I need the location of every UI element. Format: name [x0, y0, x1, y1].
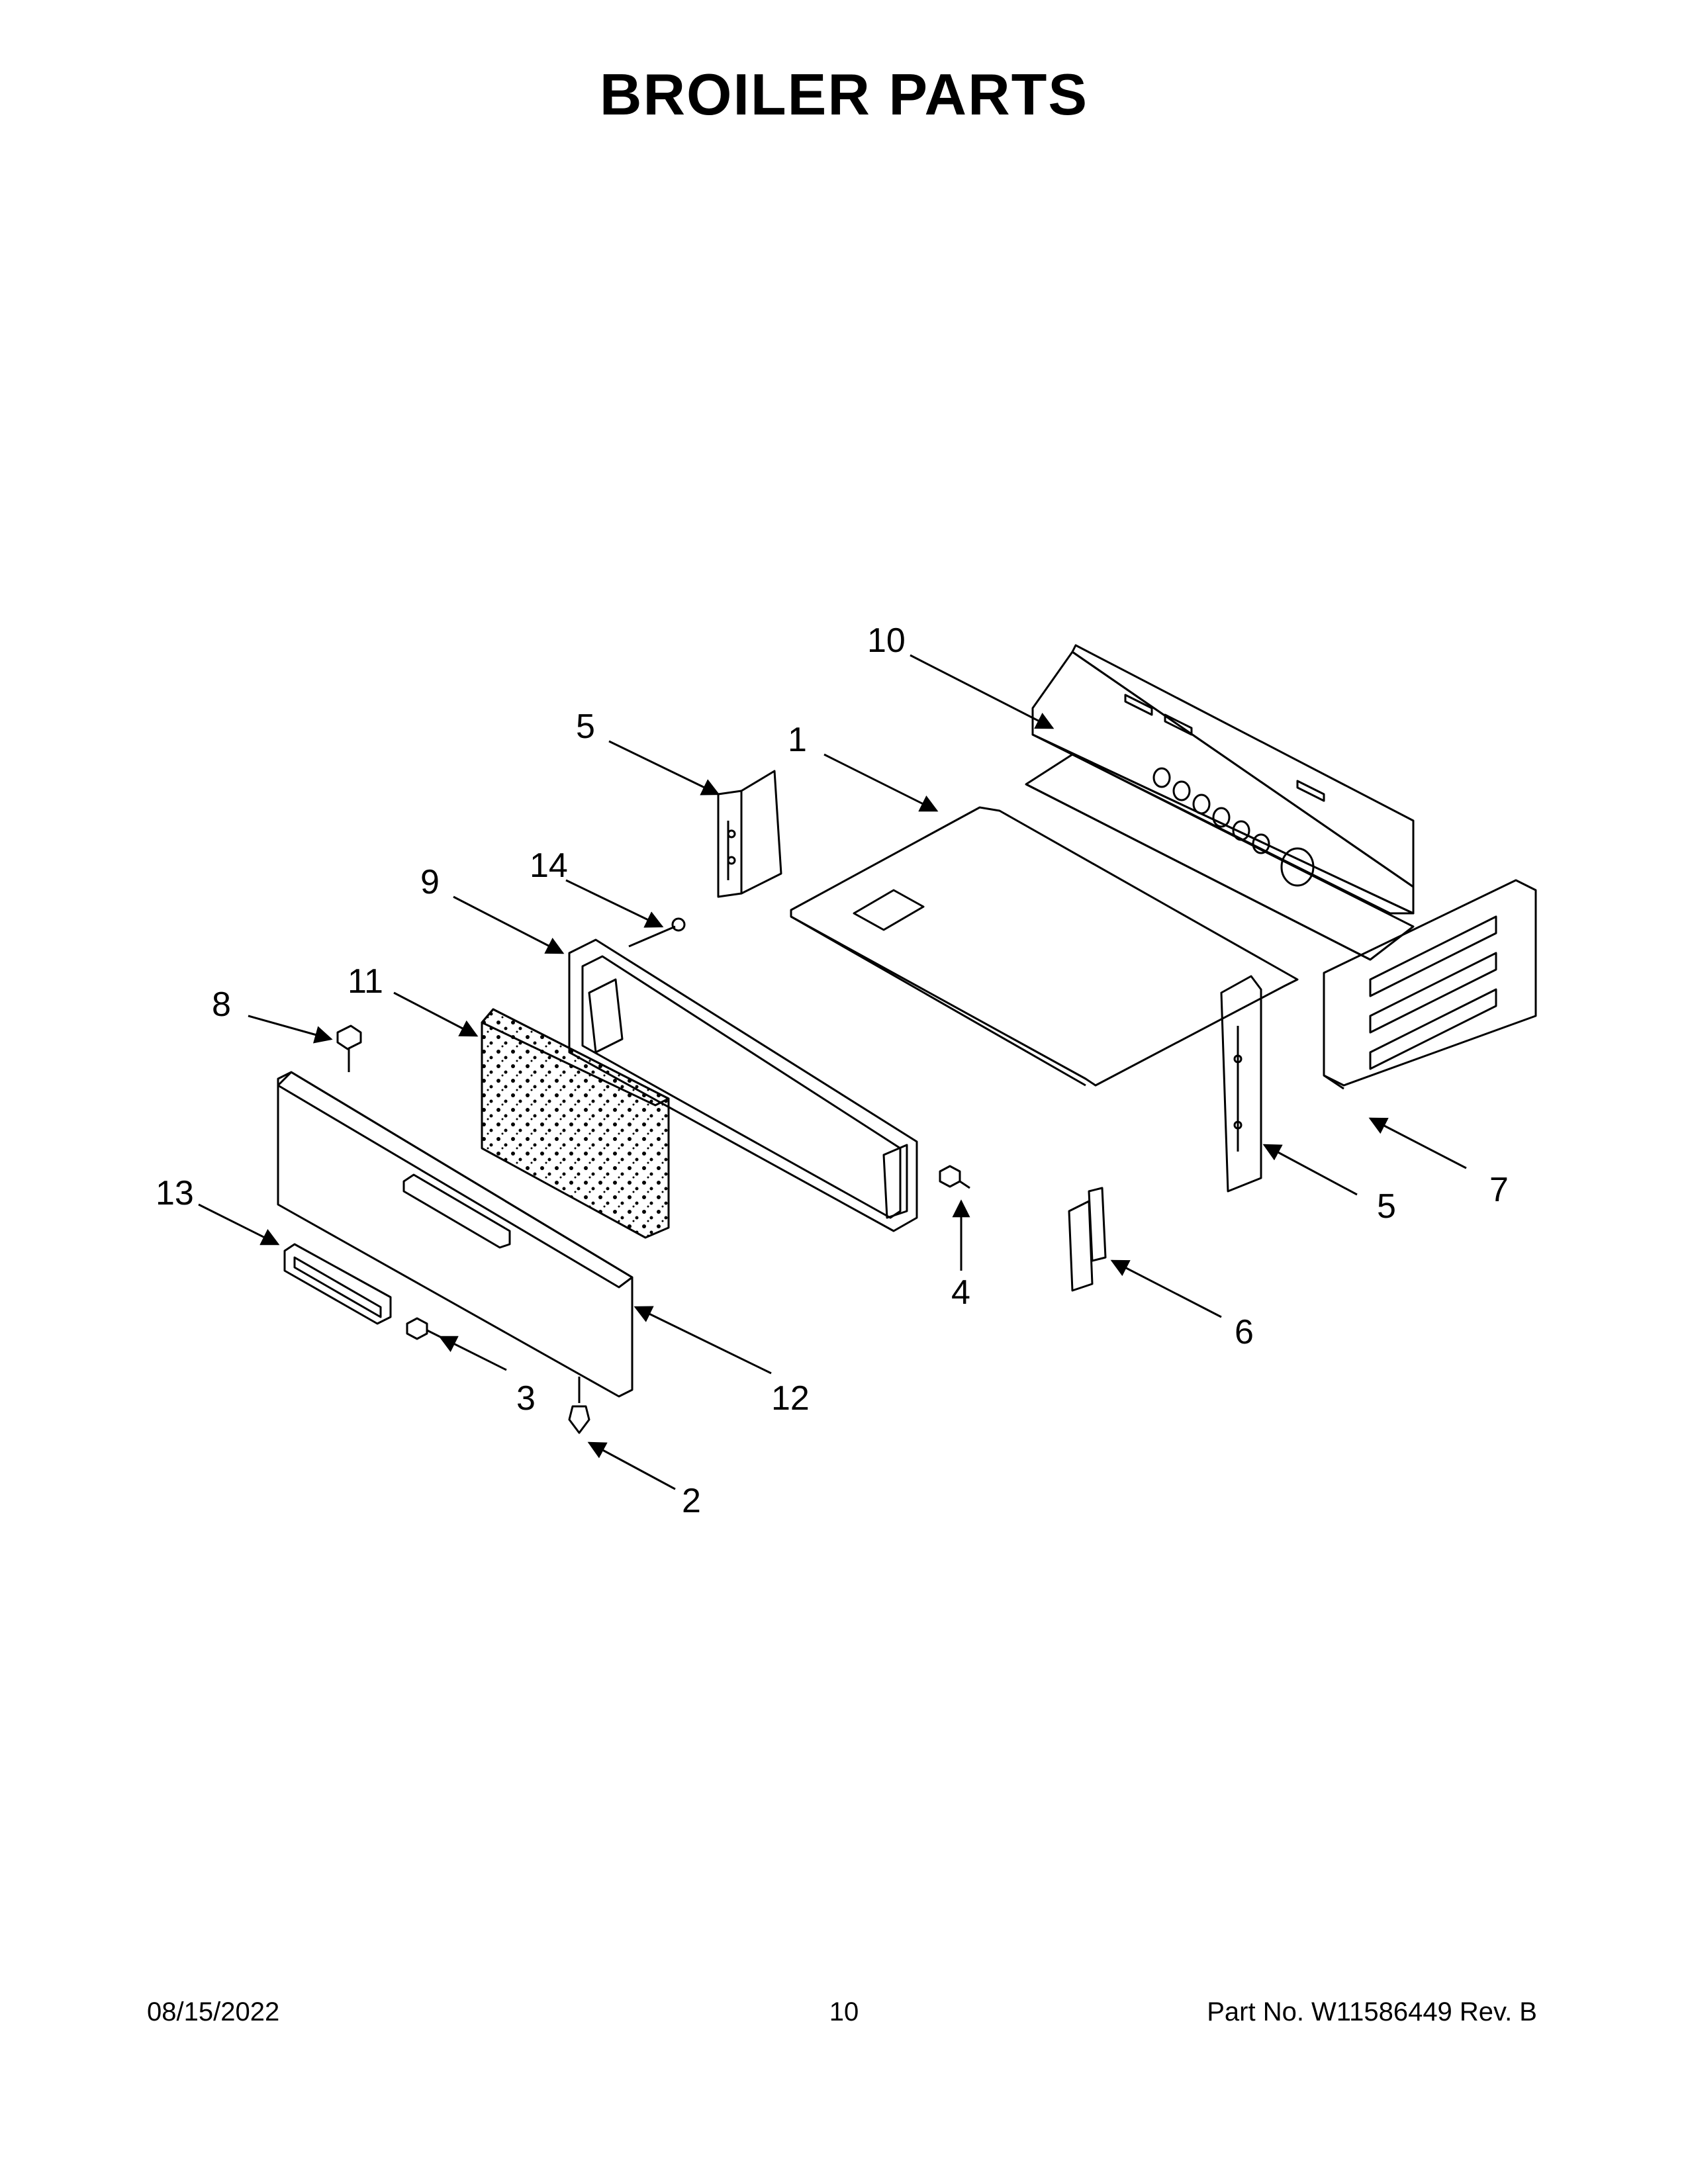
- screw-part-3: [406, 1317, 441, 1340]
- hinge-bracket-part-5-lower: [1220, 975, 1262, 1193]
- leader-9: [453, 895, 565, 954]
- footer-part-number: Part No. W11586449 Rev. B: [1207, 1997, 1537, 2026]
- footer-date: 08/15/2022: [147, 1997, 280, 2026]
- bottom-plate-part-1: [790, 806, 1299, 1087]
- callout-2: 2: [682, 1482, 701, 1520]
- leader-8: [248, 1015, 333, 1044]
- latch-part-6: [1068, 1187, 1107, 1292]
- leader-14: [565, 879, 664, 928]
- leader-11: [393, 991, 479, 1037]
- leader-5b: [1262, 1144, 1358, 1196]
- leader-7: [1368, 1117, 1467, 1169]
- leader-13: [198, 1203, 280, 1246]
- leader-1: [823, 753, 939, 812]
- callout-14: 14: [530, 846, 568, 885]
- leader-12: [633, 1306, 772, 1375]
- callout-5-upper: 5: [576, 707, 595, 746]
- leader-6: [1110, 1259, 1222, 1318]
- callout-13: 13: [156, 1174, 194, 1212]
- screw-part-8: [336, 1024, 362, 1072]
- page-title: BROILER PARTS: [599, 62, 1089, 127]
- callout-7: 7: [1489, 1171, 1509, 1209]
- callout-12: 12: [771, 1379, 810, 1418]
- callout-8: 8: [212, 985, 231, 1024]
- callout-5-lower: 5: [1377, 1187, 1396, 1226]
- callout-3: 3: [516, 1379, 536, 1418]
- side-panel-part-7: [1323, 879, 1537, 1090]
- hinge-bracket-part-5-upper: [717, 770, 782, 898]
- callout-1: 1: [788, 721, 807, 759]
- leader-5a: [608, 740, 720, 796]
- screw-part-2: [568, 1377, 590, 1434]
- callout-11: 11: [348, 962, 383, 1001]
- insulation-part-11: [481, 1008, 670, 1239]
- leader-2: [587, 1441, 676, 1490]
- callout-9: 9: [420, 863, 440, 901]
- leader-3: [438, 1336, 507, 1371]
- rear-panel-part-10: [1025, 644, 1415, 961]
- handle-part-13: [283, 1243, 392, 1325]
- screw-part-4: [939, 1165, 970, 1189]
- callout-10: 10: [867, 621, 906, 660]
- callout-6: 6: [1235, 1313, 1254, 1351]
- screw-part-14: [628, 917, 686, 948]
- door-panel-part-12: [277, 1071, 633, 1398]
- leader-10: [910, 654, 1055, 729]
- footer-page-number: 10: [829, 1997, 859, 2026]
- callout-4: 4: [951, 1273, 970, 1312]
